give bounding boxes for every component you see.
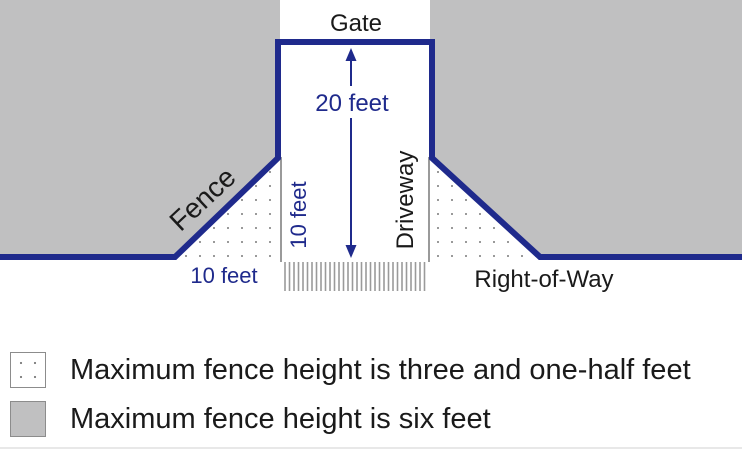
legend-text-three-and-half-feet: Maximum fence height is three and one-ha… [70,353,691,386]
gate-depth-label: 20 feet [315,90,389,117]
six-foot-zone-left [0,0,280,257]
legend-text-six-feet: Maximum fence height is six feet [70,402,491,435]
right-of-way-label: Right-of-Way [474,266,613,293]
dotted-pattern-swatch [10,352,46,388]
dimension-arrow-up [345,48,357,61]
gate-depth-label-backing [308,86,396,118]
driveway-apron-hatching [284,262,426,291]
fence-line [0,39,742,260]
gray-swatch [10,401,46,437]
legend-item-three-and-half-feet: Maximum fence height is three and one-ha… [10,352,691,388]
six-foot-zone-right [430,0,742,257]
driveway-label: Driveway [392,151,419,250]
triangle-height-label: 10 feet [286,181,311,248]
triangle-base-label: 10 feet [190,263,257,288]
gate-label: Gate [330,10,382,37]
legend-item-six-feet: Maximum fence height is six feet [10,401,491,437]
dimension-arrow-down [345,245,357,258]
